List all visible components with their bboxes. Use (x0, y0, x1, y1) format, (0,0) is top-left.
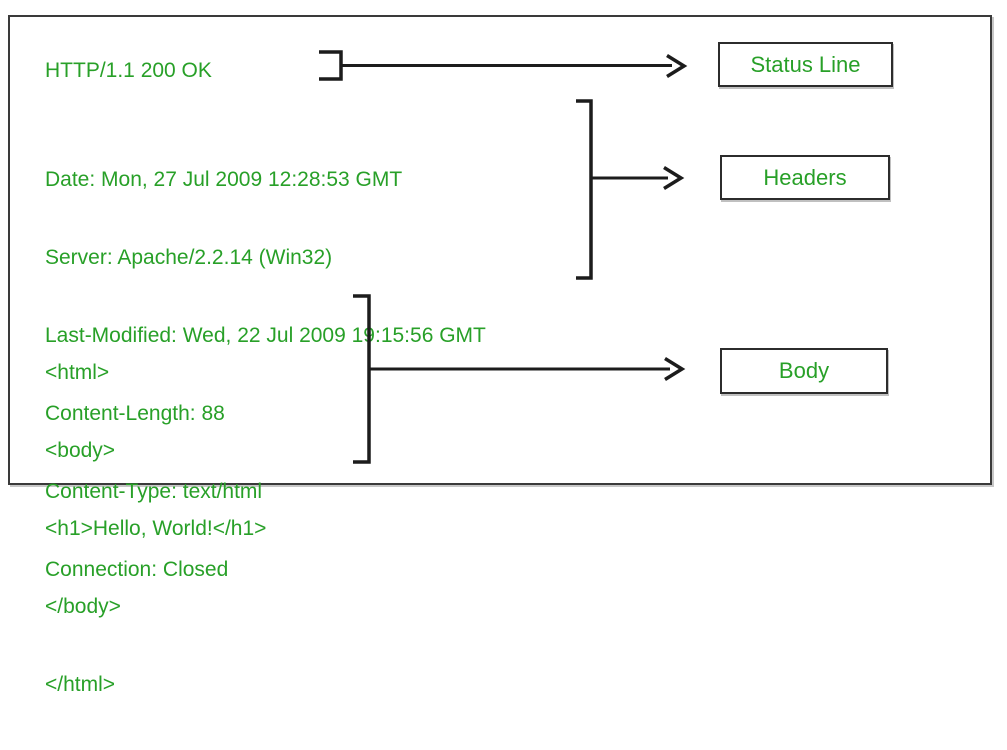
header-line: Content-Length: 88 (45, 402, 225, 425)
body-line: <h1>Hello, World!</h1> (45, 517, 267, 540)
diagram-frame (8, 15, 992, 485)
body-line: </body> (45, 595, 121, 618)
diagram-canvas: HTTP/1.1 200 OK Date: Mon, 27 Jul 2009 1… (8, 15, 992, 696)
body-label: Body (778, 358, 830, 383)
body-line: </html> (45, 673, 116, 696)
header-line: Last-Modified: Wed, 22 Jul 2009 19:15:56… (45, 324, 486, 347)
http-status-line-text: HTTP/1.1 200 OK (45, 59, 212, 82)
status-line-label: Status Line (750, 51, 861, 77)
header-line: Date: Mon, 27 Jul 2009 12:28:53 GMT (45, 168, 403, 191)
header-line: Server: Apache/2.2.14 (Win32) (45, 246, 333, 269)
headers-label: Headers (763, 164, 847, 190)
body-label-box: Body (720, 348, 888, 394)
header-line: Content-Type: text/html (45, 480, 263, 503)
status-line-label-box: Status Line (718, 42, 893, 87)
headers-label-box: Headers (720, 155, 890, 200)
http-headers-block: Date: Mon, 27 Jul 2009 12:28:53 GMT Serv… (45, 115, 486, 635)
body-line: <html> (45, 361, 110, 384)
http-body-block: <html> <body> <h1>Hello, World!</h1> </b… (45, 308, 266, 750)
body-line: <body> (45, 439, 116, 462)
